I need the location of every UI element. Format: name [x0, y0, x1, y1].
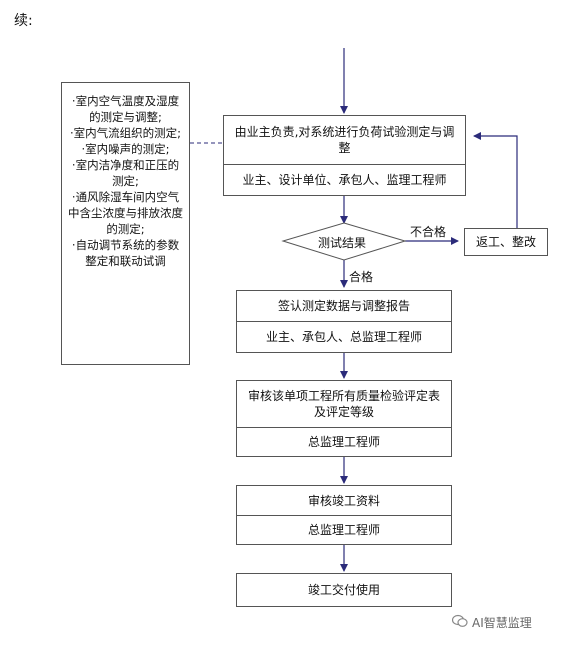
notes-box: ·室内空气温度及湿度的测定与调整; ·室内气流组织的测定; ·室内噪声的测定; …	[61, 82, 190, 365]
pass-label: 合格	[349, 270, 374, 284]
arrow-rework-to-step1	[473, 132, 518, 228]
step1-divider	[224, 164, 465, 165]
step4-parties: 总监理工程师	[307, 522, 380, 537]
step5-label: 竣工交付使用	[307, 583, 380, 597]
step1-parties: 业主、设计单位、承包人、监理工程师	[242, 173, 447, 187]
step2-box: 签认测定数据与调整报告 业主、承包人、总监理工程师	[236, 290, 452, 353]
wechat-icon	[451, 614, 468, 631]
step1-action: 由业主负责,对系统进行负荷试验测定与调整	[234, 125, 455, 155]
note-item: ·自动调节系统的参数整定和联动试调	[71, 238, 180, 268]
note-item: ·通风除湿车间内空气中含尘浓度与排放浓度的测定;	[68, 190, 183, 236]
page-heading: 续:	[14, 13, 33, 29]
note-item: ·室内空气温度及湿度的测定与调整;	[71, 94, 180, 124]
step2-action: 签认测定数据与调整报告	[277, 299, 410, 313]
step4-action: 审核竣工资料	[307, 493, 380, 508]
rework-label: 返工、整改	[475, 235, 536, 249]
step3-box: 审核该单项工程所有质量检验评定表及评定等级 总监理工程师	[236, 380, 452, 457]
step5-box: 竣工交付使用	[236, 573, 452, 607]
note-item: ·室内洁净度和正压的测定;	[71, 158, 180, 188]
note-item: ·室内气流组织的测定;	[69, 126, 182, 140]
rework-box: 返工、整改	[464, 228, 548, 256]
step1-box: 由业主负责,对系统进行负荷试验测定与调整 业主、设计单位、承包人、监理工程师	[223, 115, 466, 196]
decision-label: 测试结果	[318, 236, 367, 250]
step3-parties: 总监理工程师	[307, 434, 380, 449]
step4-box: 审核竣工资料 总监理工程师	[236, 485, 452, 545]
step3-action: 审核该单项工程所有质量检验评定表及评定等级	[247, 389, 440, 419]
watermark: AI智慧监理	[451, 614, 532, 631]
watermark-text: AI智慧监理	[472, 616, 532, 630]
step3-divider	[237, 427, 451, 428]
decision-diamond	[281, 222, 407, 261]
fail-label: 不合格	[410, 225, 447, 239]
note-item: ·室内噪声的测定;	[81, 142, 170, 156]
step4-divider	[237, 515, 451, 516]
step2-parties: 业主、承包人、总监理工程师	[265, 329, 422, 344]
step2-divider	[237, 321, 451, 322]
notes-list: ·室内空气温度及湿度的测定与调整; ·室内气流组织的测定; ·室内噪声的测定; …	[68, 93, 183, 269]
